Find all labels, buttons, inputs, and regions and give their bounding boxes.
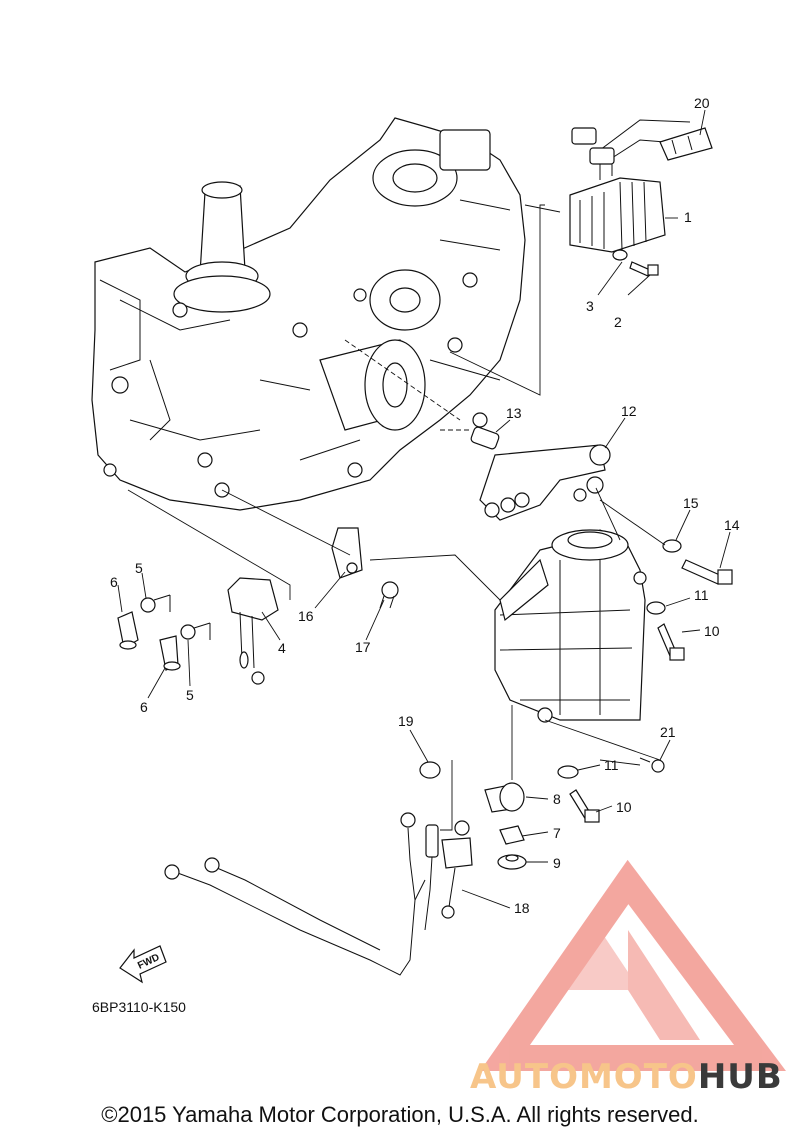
callout-8: 8	[553, 791, 561, 807]
reference-lines	[127, 204, 666, 831]
callout-19: 19	[398, 713, 414, 729]
callout-numbers: 1 2 3 4 5 5 6 6 7 8 9 10 10 11 11 12 13 …	[110, 95, 740, 916]
svg-text:AUTOMOTOHUB: AUTOMOTOHUB	[470, 1057, 783, 1097]
callout-2: 2	[614, 314, 622, 330]
callout-10a: 10	[704, 623, 720, 639]
callout-4: 4	[278, 640, 286, 656]
starter-relay-and-nuts	[484, 782, 527, 870]
bolt-and-washer	[612, 249, 659, 277]
callout-16: 16	[298, 608, 314, 624]
callout-20: 20	[694, 95, 710, 111]
callout-18: 18	[514, 900, 530, 916]
callout-21: 21	[660, 724, 676, 740]
drawing-code: 6BP3110-K150	[92, 999, 186, 1015]
ignition-module	[227, 577, 279, 685]
automotohub-watermark-text: AUTOMOTOHUB	[470, 1057, 783, 1097]
callout-11a: 11	[694, 587, 709, 603]
callout-12: 12	[621, 403, 637, 419]
rectifier-regulator	[569, 119, 691, 253]
callout-1: 1	[684, 209, 692, 225]
holder-and-bolt	[331, 527, 399, 609]
wire-clamp	[659, 127, 713, 161]
callout-6b: 6	[140, 699, 148, 715]
starter-motor	[494, 529, 647, 723]
engine-block	[91, 117, 526, 511]
callout-7: 7	[553, 825, 561, 841]
callout-17: 17	[355, 639, 371, 655]
bracket-collar	[470, 426, 611, 521]
callout-5a: 5	[135, 560, 143, 576]
callout-6a: 6	[110, 574, 118, 590]
callout-14: 14	[724, 517, 740, 533]
callout-9: 9	[553, 855, 561, 871]
battery-cables	[164, 812, 473, 976]
callout-3: 3	[586, 298, 594, 314]
callout-15: 15	[683, 495, 699, 511]
copyright-notice: ©2015 Yamaha Motor Corporation, U.S.A. A…	[101, 1102, 699, 1127]
screws-and-caps	[117, 594, 211, 671]
callout-leaders	[117, 109, 731, 909]
bolts-washers	[419, 539, 733, 823]
fwd-arrow-icon: FWD	[119, 945, 167, 984]
automotohub-watermark-logo	[480, 859, 786, 1071]
callout-5b: 5	[186, 687, 194, 703]
watermark-text-part1: AUTOMOTO	[470, 1057, 698, 1097]
callout-10b: 10	[616, 799, 632, 815]
watermark-text-part2: HUB	[698, 1057, 783, 1097]
callout-13: 13	[506, 405, 522, 421]
callout-11b: 11	[604, 757, 619, 773]
